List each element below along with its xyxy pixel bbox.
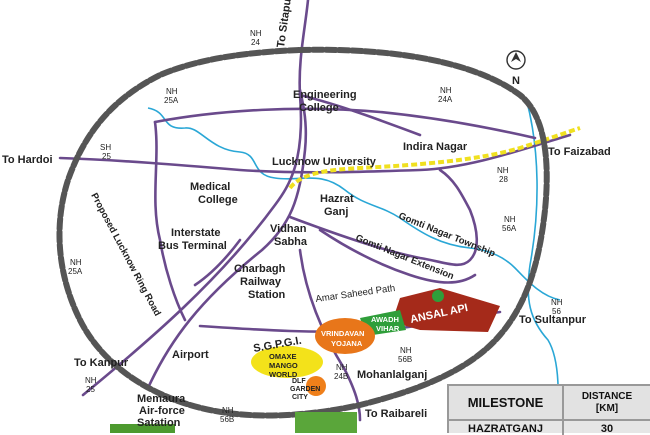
vidhan-sabha-label-1: Vidhan	[270, 223, 307, 235]
ansal-green-dot	[432, 290, 444, 302]
green-bar-bottom-left	[110, 424, 175, 433]
nh25a-top-label-2: 25A	[164, 96, 179, 105]
dlf-label-2: GARDEN	[290, 386, 320, 393]
nh25a-top-label-1: NH	[166, 87, 178, 96]
distance-cell: 30	[600, 423, 614, 435]
charbagh-label-2: Railway	[240, 276, 282, 288]
nh25-label-2: 25	[86, 385, 95, 394]
nh24a-label-2: 24A	[438, 95, 453, 104]
memaura-label-1: Memaura	[137, 393, 186, 405]
distance-table: MILESTONE DISTANCE [KM] HAZRATGANJ 30	[447, 384, 650, 435]
nh56b-bot-label-2: 56B	[220, 415, 234, 424]
distance-table-header: MILESTONE DISTANCE [KM]	[449, 386, 650, 421]
mohanlalganj-label: Mohanlalganj	[357, 369, 427, 381]
ring-road	[56, 46, 550, 419]
north-arrow: N	[506, 50, 526, 87]
lucknow-university-label: Lucknow University	[272, 156, 377, 168]
dlf-label-1: DLF	[292, 378, 306, 385]
sh25-label-1: SH	[100, 143, 111, 152]
north-arrow-label: N	[512, 75, 520, 87]
table-row: HAZRATGANJ 30	[449, 421, 650, 435]
distance-unit-label: [KM]	[595, 402, 619, 414]
to-kanpur-label: To Kanpur	[74, 357, 129, 369]
awadh-vihar-label-2: VIHAR	[376, 324, 400, 333]
engineering-college-label-2: College	[299, 102, 339, 114]
ring-road-label: Proposed Lucknow Ring Road	[88, 191, 162, 318]
nh24b-label-1: NH	[336, 363, 348, 372]
nh25a-left-label-2: 25A	[68, 267, 83, 276]
hazrat-ganj-label-2: Ganj	[324, 206, 348, 218]
ansal-api-parcel[interactable]	[392, 288, 500, 332]
nh24b-label-2: 24B	[334, 372, 348, 381]
dlf-label-3: CITY	[292, 394, 308, 401]
milestone-header: MILESTONE	[449, 386, 564, 419]
indira-nagar-label: Indira Nagar	[403, 141, 468, 153]
gomti-river	[147, 107, 561, 301]
nh56b-mid-label-1: NH	[400, 346, 412, 355]
hazrat-ganj-label-1: Hazrat	[320, 193, 354, 205]
to-hardoi-label: To Hardoi	[2, 154, 53, 166]
to-raibareli-label: To Raibareli	[365, 408, 427, 420]
to-faizabad-label: To Faizabad	[548, 146, 611, 158]
memaura-label-3: Satation	[137, 417, 181, 429]
charbagh-label-3: Station	[248, 289, 286, 301]
nh28-label-2: 28	[499, 175, 508, 184]
interstate-bus-label-2: Bus Terminal	[158, 240, 227, 252]
medical-college-label-1: Medical	[190, 181, 230, 193]
memaura-label-2: Air-force	[139, 405, 185, 417]
vidhan-sabha-label-2: Sabha	[274, 236, 308, 248]
to-sultanpur-label: To Sultanpur	[519, 314, 587, 326]
gomti-township-label: Gomti Nagar Township	[397, 211, 497, 260]
milestone-cell: HAZRATGANJ	[449, 421, 564, 435]
nh56-label-2: 56	[552, 307, 561, 316]
amar-saheed-label: Amar Saheed Path	[315, 283, 396, 305]
sh25-label-2: 25	[102, 152, 111, 161]
to-sitapur-label: To Sitapur	[275, 0, 294, 48]
nh56b-mid-label-2: 56B	[398, 355, 412, 364]
vrindavan-parcel[interactable]	[315, 318, 375, 354]
omaxe-label-2: MANGO	[269, 361, 298, 370]
vrindavan-label-2: YOJANA	[331, 339, 363, 348]
vrindavan-label-1: VRINDAVAN	[321, 329, 364, 338]
airport-label: Airport	[172, 349, 209, 361]
nh56a-label-2: 56A	[502, 224, 517, 233]
nh24a-label-1: NH	[440, 86, 452, 95]
distance-header: DISTANCE [KM]	[564, 386, 650, 419]
medical-college-label-2: College	[198, 194, 238, 206]
nh24-label-1: NH	[250, 29, 262, 38]
omaxe-parcel[interactable]	[251, 346, 323, 378]
nh25a-left-label-1: NH	[70, 258, 82, 267]
distance-header-label: DISTANCE	[581, 390, 633, 402]
interstate-bus-label-1: Interstate	[171, 227, 221, 239]
omaxe-label-3: WORLD	[269, 370, 298, 379]
green-area-bottom	[295, 412, 357, 433]
omaxe-label-1: OMAXE	[269, 352, 297, 361]
nh56b-bot-label-1: NH	[222, 406, 234, 415]
nh25-label-1: NH	[85, 376, 97, 385]
nh56a-label-1: NH	[504, 215, 516, 224]
awadh-vihar-label-1: AWADH	[371, 315, 399, 324]
engineering-college-label-1: Engineering	[293, 89, 357, 101]
nh28-label-1: NH	[497, 166, 509, 175]
dlf-parcel[interactable]	[306, 376, 326, 396]
charbagh-label-1: Charbagh	[234, 263, 286, 275]
nh56-label-1: NH	[551, 298, 563, 307]
nh24-label-2: 24	[251, 38, 260, 47]
